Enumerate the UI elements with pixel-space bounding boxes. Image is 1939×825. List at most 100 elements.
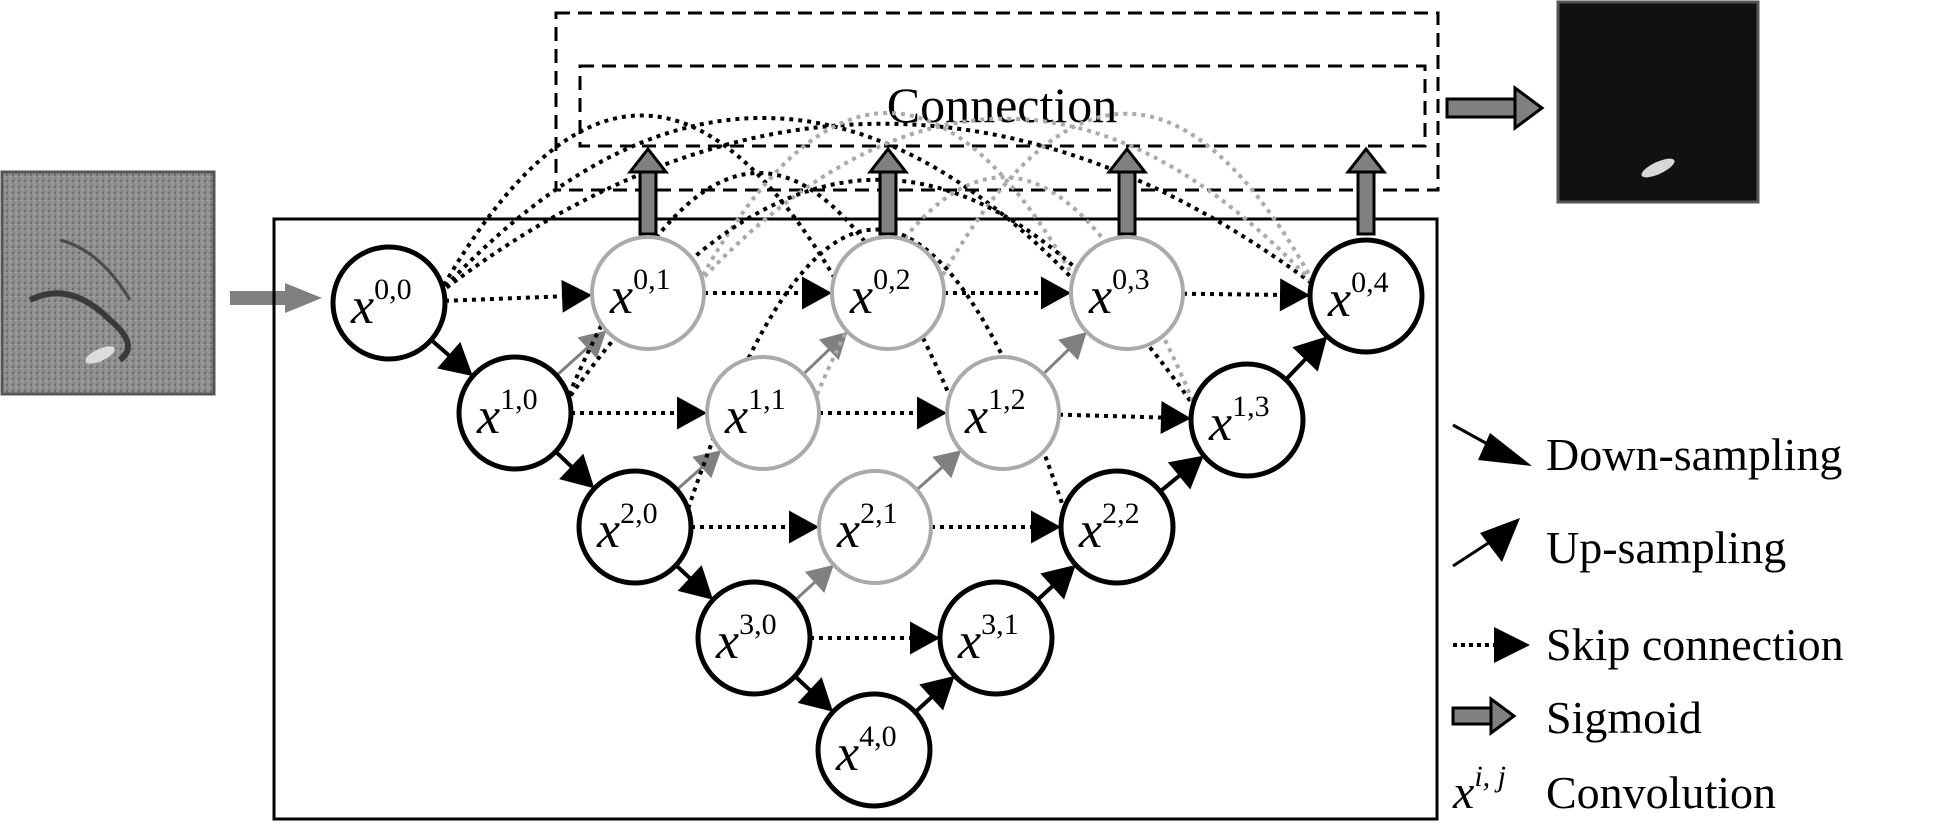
legend-down-sampling-label: Down-sampling [1546,429,1842,480]
node-circle [817,469,933,585]
node-x-1-3: x1,3 [1188,361,1306,479]
node-superscript: 2,1 [860,497,898,530]
up-arrow-2-2-to-1-3-head [1167,455,1204,490]
down-arrow-0-0-to-1-0-head [437,341,473,377]
node-circle [830,235,946,351]
down-arrow-2-0-to-3-0-head [677,565,714,600]
node-x-0-1: x0,1 [590,235,706,351]
svg-text:x1,0: x1,0 [476,383,538,445]
legend-up-sampling: Up-sampling [1452,518,1786,573]
node-x-1-2: x1,2 [945,355,1061,471]
up-arrow-2-0-to-1-1-head [692,450,722,479]
svg-text:x0,4: x0,4 [1327,266,1389,328]
sigmoid-arrow-icon-0-1 [626,146,670,236]
node-circle [1307,237,1425,355]
legend-sigmoid: Sigmoid [1451,692,1702,743]
svg-text:x2,0: x2,0 [596,497,658,559]
node-superscript: 4,0 [859,720,897,753]
node-superscript: 0,2 [873,263,911,296]
node-circle [456,354,574,472]
node-base: x [1208,395,1232,452]
node-x-3-1: x3,1 [937,579,1055,697]
up-arrow-2-0-to-1-1 [675,462,707,491]
node-superscript: 3,1 [981,608,1019,641]
node-x-0-0: x0,0 [330,244,448,362]
legend-convolution: xi, j Convolution [1452,760,1776,819]
svg-text:x2,2: x2,2 [1078,497,1140,559]
skip-arrow-0-3-to-0-4-head [1279,278,1311,312]
skip-arrow-0-1-to-0-2-head [802,276,832,310]
legend-convolution-symbol: x [1452,766,1474,819]
node-superscript: 1,2 [988,383,1026,416]
up-arrow-3-0-to-2-1 [794,577,820,602]
node-circle [590,235,706,351]
node-base: x [1088,268,1112,325]
up-arrow-2-1-to-1-2-head [932,450,962,479]
skip-curve-0-1-to-0-3 [696,111,1079,284]
node-circle [1069,235,1185,351]
node-superscript: 1,0 [500,383,538,416]
node-circle [945,355,1061,471]
network-box [272,217,1439,821]
skip-curve-0-0-to-0-4 [438,121,1317,295]
skip-arrow-3-0-to-3-1-head [910,621,940,655]
node-circle [330,244,448,362]
skip-arrow-0-2-to-0-3-head [1041,276,1071,310]
output-mask-image [1556,0,1760,204]
up-arrow-1-2-to-0-3 [1042,345,1073,376]
node-x-1-1: x1,1 [705,355,821,471]
node-base: x [350,278,374,335]
node-x-2-2: x2,2 [1058,468,1176,586]
legend: Down-sampling Up-sampling Skip connectio… [1451,423,1844,819]
node-circle [576,468,694,586]
skip-curve-0-2-to-0-4 [936,111,1318,287]
svg-text:x0,0: x0,0 [350,273,412,335]
node-superscript: 2,0 [620,497,658,530]
node-superscript: 2,2 [1102,497,1140,530]
skip-arrow-1-1-to-1-2-head [917,396,947,430]
legend-skip-connection: Skip connection [1453,619,1844,670]
node-base: x [836,502,860,559]
node-circle [815,691,933,809]
node-base: x [1078,502,1102,559]
node-superscript: 1,1 [748,383,786,416]
node-superscript: 1,3 [1232,390,1270,423]
skip-arrow-0-3-to-0-4 [1182,291,1287,297]
node-superscript: 0,1 [633,263,671,296]
legend-sigmoid-label: Sigmoid [1546,692,1702,743]
svg-text:x3,1: x3,1 [957,608,1019,670]
up-arrow-3-0-to-2-1-head [804,564,834,593]
skip-arrow-0-0-to-0-1 [444,294,569,303]
node-x-0-4: x0,4 [1307,237,1425,355]
up-arrow-4-0-to-3-1-head [919,675,955,711]
node-base: x [964,388,988,445]
node-x-2-0: x2,0 [576,468,694,586]
node-base: x [609,268,633,325]
svg-text:x1,1: x1,1 [724,383,786,445]
node-base: x [1327,271,1351,328]
legend-convolution-label: Convolution [1546,767,1776,818]
svg-text:x2,1: x2,1 [836,497,898,559]
input-image [0,170,216,396]
svg-text:x0,1: x0,1 [609,263,671,325]
sigmoid-arrow-icon-0-4 [1344,146,1388,236]
down-arrow-1-0-to-2-0-head [559,453,595,489]
node-circle [937,579,1055,697]
node-x-1-0: x1,0 [456,354,574,472]
node-base: x [957,613,981,670]
up-arrow-3-1-to-2-2-head [1040,564,1076,600]
up-arrow-1-1-to-0-2-head [818,331,848,361]
svg-text:x0,3: x0,3 [1088,263,1150,325]
node-base: x [724,388,748,445]
skip-arrow-1-2-to-1-3-head [1160,401,1192,435]
up-arrow-1-3-to-0-4-head [1292,336,1328,372]
outer-dashed-box [554,11,1440,192]
node-circle [1058,468,1176,586]
node-base: x [596,502,620,559]
sigmoid-output-arrow-icon [1445,85,1545,131]
input-arrow-icon [230,283,322,313]
up-arrow-1-1-to-0-2 [802,345,834,376]
node-x-0-3: x0,3 [1069,235,1185,351]
